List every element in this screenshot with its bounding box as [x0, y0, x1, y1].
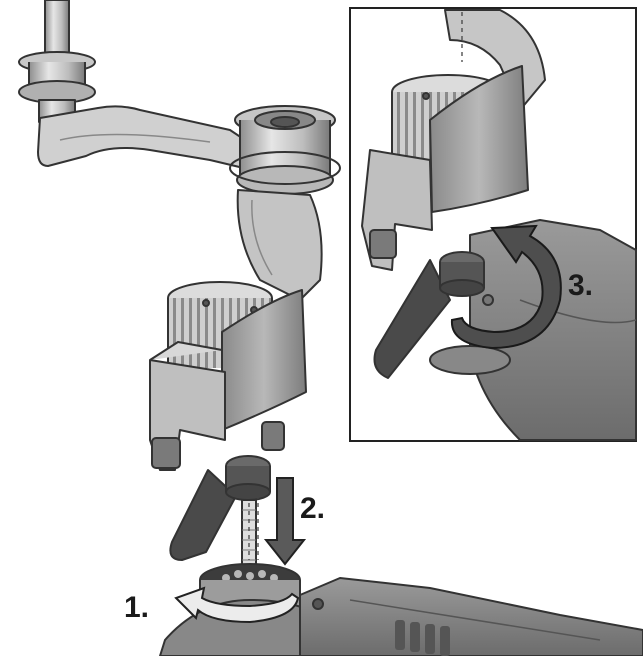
clockwise-arrow-icon [450, 224, 562, 350]
grinder-body [299, 577, 643, 656]
step-3-label: 3. [568, 269, 593, 302]
inset-clamp-lever [373, 251, 494, 379]
counterclockwise-arrow-icon [174, 586, 300, 624]
inset-shroud [429, 65, 529, 213]
upper-pulley [229, 105, 341, 195]
curved-neck [236, 189, 323, 301]
step-2-label: 2. [300, 492, 325, 525]
step-1-label: 1. [124, 591, 149, 624]
alignment-lines [248, 495, 259, 560]
grip-ridges [395, 620, 450, 656]
clamp-lever [169, 455, 271, 561]
support-arm [37, 105, 261, 171]
down-arrow-icon [263, 477, 307, 566]
inset-grinder-body [469, 219, 637, 441]
inset-view: 3. [349, 7, 637, 442]
gear-shroud [221, 289, 307, 431]
